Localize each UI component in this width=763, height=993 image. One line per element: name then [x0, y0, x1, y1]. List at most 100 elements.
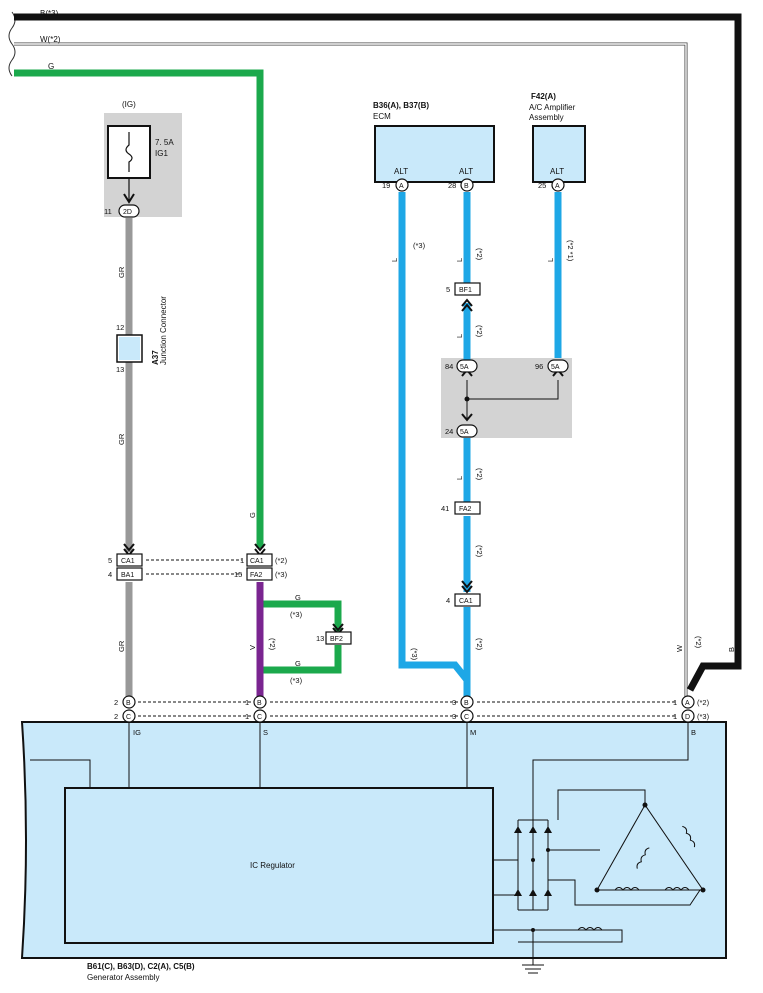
label-g-wire: G	[48, 62, 54, 71]
fa2: FA2	[459, 506, 472, 513]
wl-v: V	[248, 645, 257, 650]
ac-amplifier-box	[532, 125, 586, 183]
fuse-pin: 11	[104, 207, 112, 216]
note-28c: (*2)	[475, 468, 484, 481]
term-s: S	[263, 728, 268, 737]
gp-bb1: 1	[245, 698, 249, 707]
bf1-pin: 5	[446, 285, 450, 294]
bf2-pin: 13	[316, 634, 324, 643]
g-branch-bot	[263, 645, 342, 674]
break-mark	[8, 11, 16, 77]
l-wire-19	[398, 192, 471, 698]
generator-panel	[20, 721, 727, 959]
label-b-wire: B(*3)	[40, 9, 59, 18]
gl-d: D	[685, 714, 690, 721]
note-w: (*2)	[694, 636, 703, 649]
j24: 24	[445, 427, 453, 436]
fuse-rating: 7. 5A	[155, 138, 174, 147]
ecm-name: ECM	[373, 112, 391, 121]
note-g2: (*3)	[290, 676, 303, 685]
fuse-ig-label: (IG)	[122, 100, 136, 109]
note-v: (*2)	[268, 638, 277, 651]
wl-gr3: GR	[117, 640, 126, 652]
wl-l2: L	[455, 258, 464, 262]
fuse-name: IG1	[155, 149, 168, 158]
gp-mc3: 3	[452, 712, 456, 721]
p5: 5	[108, 556, 112, 565]
gn-d: (*3)	[697, 712, 710, 721]
p1: 1	[240, 556, 244, 565]
bf2: BF2	[330, 636, 343, 643]
ca1-mid: CA1	[250, 558, 264, 565]
p4: 4	[108, 570, 112, 579]
fa2-mid: FA2	[250, 572, 263, 579]
ac-alt: ALT	[550, 167, 564, 176]
gl-c2: C	[257, 714, 262, 721]
gn-a: (*2)	[697, 698, 710, 707]
ecm-p2: 28	[448, 181, 456, 190]
j24-conn: 5A	[460, 429, 469, 436]
ecm-c2: B	[464, 183, 469, 190]
gl-c3: C	[464, 714, 469, 721]
wl-l5: L	[455, 476, 464, 480]
jc-pin-top: 12	[116, 323, 124, 332]
ic-regulator: IC Regulator	[250, 861, 295, 870]
bf1: BF1	[459, 287, 472, 294]
note-28a: (*2)	[475, 248, 484, 261]
b-wire	[14, 13, 742, 692]
gp-c2: 2	[114, 712, 118, 721]
gl-b3: B	[464, 700, 469, 707]
j84: 84	[445, 362, 453, 371]
wl-g1: G	[295, 593, 301, 602]
label-w-wire: W(*2)	[40, 35, 61, 44]
g-branch-top	[263, 600, 342, 632]
gp-d1: 1	[673, 712, 677, 721]
note-ca1: (*2)	[275, 556, 288, 565]
gl-b2: B	[257, 700, 262, 707]
wl-l3: L	[455, 334, 464, 338]
ecm-alt2: ALT	[459, 167, 473, 176]
note-25: (*2 *1)	[566, 240, 575, 262]
wl-w: W	[675, 644, 684, 652]
ca1-pin: 4	[446, 596, 450, 605]
ecm-box	[374, 125, 495, 183]
fuse-conn: 2D	[123, 209, 132, 216]
ecm-id: B36(A), B37(B)	[373, 101, 429, 110]
gp-mb3: 3	[452, 698, 456, 707]
wl-gr1: GR	[117, 266, 126, 278]
term-ig: IG	[133, 728, 141, 737]
wl-l1: L	[390, 258, 399, 262]
j96: 96	[535, 362, 543, 371]
fa2-pin: 41	[441, 504, 449, 513]
wl-g-mid: G	[248, 512, 257, 518]
ac-c: A	[555, 183, 560, 190]
note-28b: (*2)	[475, 325, 484, 338]
gp-a1: 1	[673, 698, 677, 707]
g-wire	[14, 69, 264, 548]
wl-g2: G	[295, 659, 301, 668]
ecm-c1: A	[399, 183, 404, 190]
jc-name: Junction Connector	[159, 296, 168, 365]
wl-gr2: GR	[117, 433, 126, 445]
gp-b2: 2	[114, 698, 118, 707]
generator-id: B61(C), B63(D), C2(A), C5(B)	[87, 962, 195, 971]
ca1-left: CA1	[121, 558, 135, 565]
ac-id: F42(A)	[531, 92, 556, 101]
term-b: B	[691, 728, 696, 737]
ecm-p1: 19	[382, 181, 390, 190]
gp-cc1: 1	[245, 712, 249, 721]
note-28e: (*2)	[475, 638, 484, 651]
note-fa2: (*3)	[275, 570, 288, 579]
ac-p: 25	[538, 181, 546, 190]
dashed-links	[138, 559, 677, 717]
gl-c1: C	[126, 714, 131, 721]
jc-id: A37	[151, 350, 160, 365]
ac-name1: A/C Amplifier	[529, 103, 576, 112]
term-m: M	[470, 728, 476, 737]
note-l1: (*3)	[413, 241, 426, 250]
generator-internals	[30, 722, 704, 974]
ac-name2: Assembly	[529, 113, 564, 122]
wl-l4: L	[546, 258, 555, 262]
j84-conn: 5A	[460, 364, 469, 371]
